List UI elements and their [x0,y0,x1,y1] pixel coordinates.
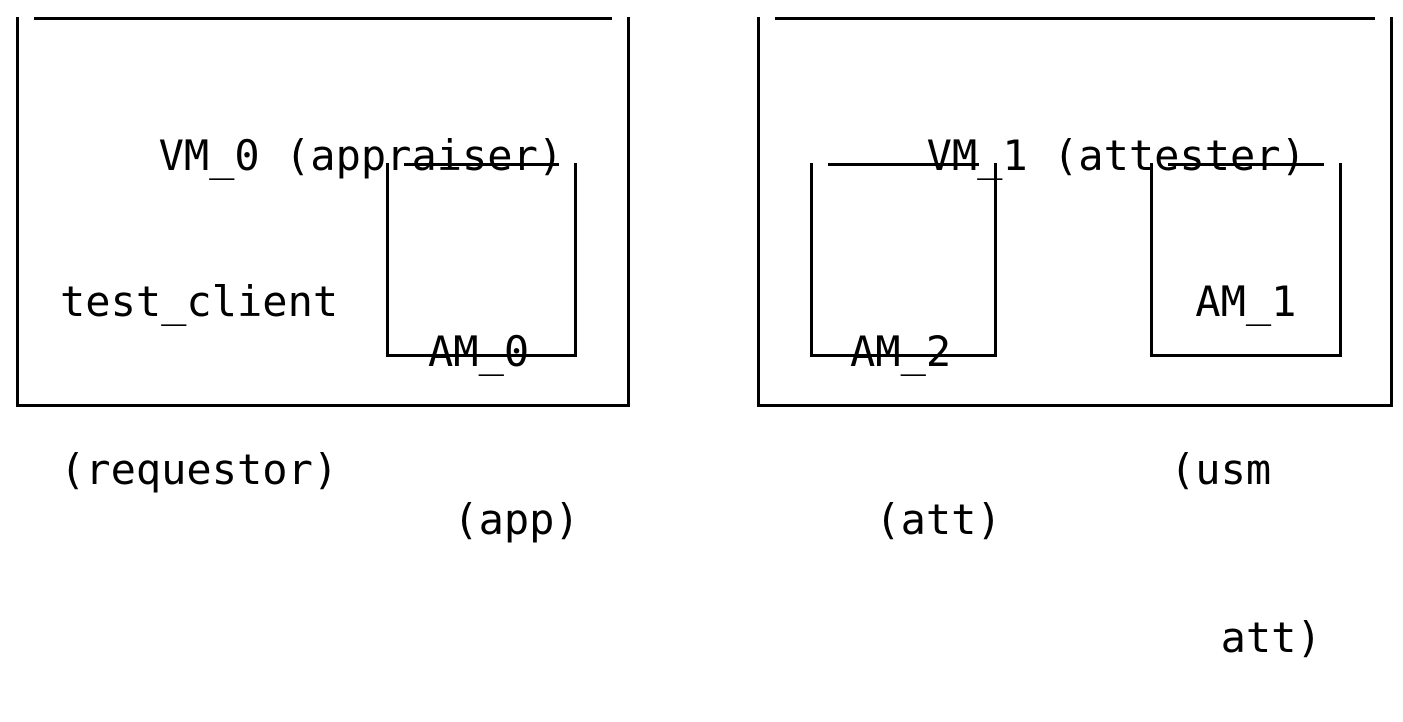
am2-top-border [828,163,979,166]
am0-label: AM_0 (app) [428,212,580,604]
am0-role: (app) [428,495,580,544]
am1-label: AM_1 (usm att) [1170,162,1322,722]
vm1-box [757,17,1393,407]
vm0-client-role: (requestor) [60,445,339,494]
vm1-title: VM_1 (attester) [876,66,1306,186]
am0-top-border [404,163,559,166]
am2-label: AM_2 (att) [850,212,1002,604]
vm0-title: VM_0 (appraiser) [108,66,564,186]
vm0-top-border [34,17,612,20]
am1-top-border [1168,163,1324,166]
am0-box [386,163,577,357]
vm0-box [16,17,630,407]
am2-role: (att) [850,495,1002,544]
vm1-title-text: VM_1 (attester) [926,131,1306,180]
am0-name: AM_0 [428,327,530,376]
vm0-client-label: test_client (requestor) [60,162,338,554]
am1-name: AM_1 [1170,277,1297,326]
am2-box [810,163,997,357]
vm1-top-border [775,17,1375,20]
am1-box [1150,163,1342,357]
am1-role-line2: att) [1170,613,1322,662]
am2-name: AM_2 [850,327,952,376]
vm0-title-text: VM_0 (appraiser) [158,131,564,180]
am1-role-line1: (usm [1170,445,1272,494]
vm0-client-name: test_client [60,277,339,326]
